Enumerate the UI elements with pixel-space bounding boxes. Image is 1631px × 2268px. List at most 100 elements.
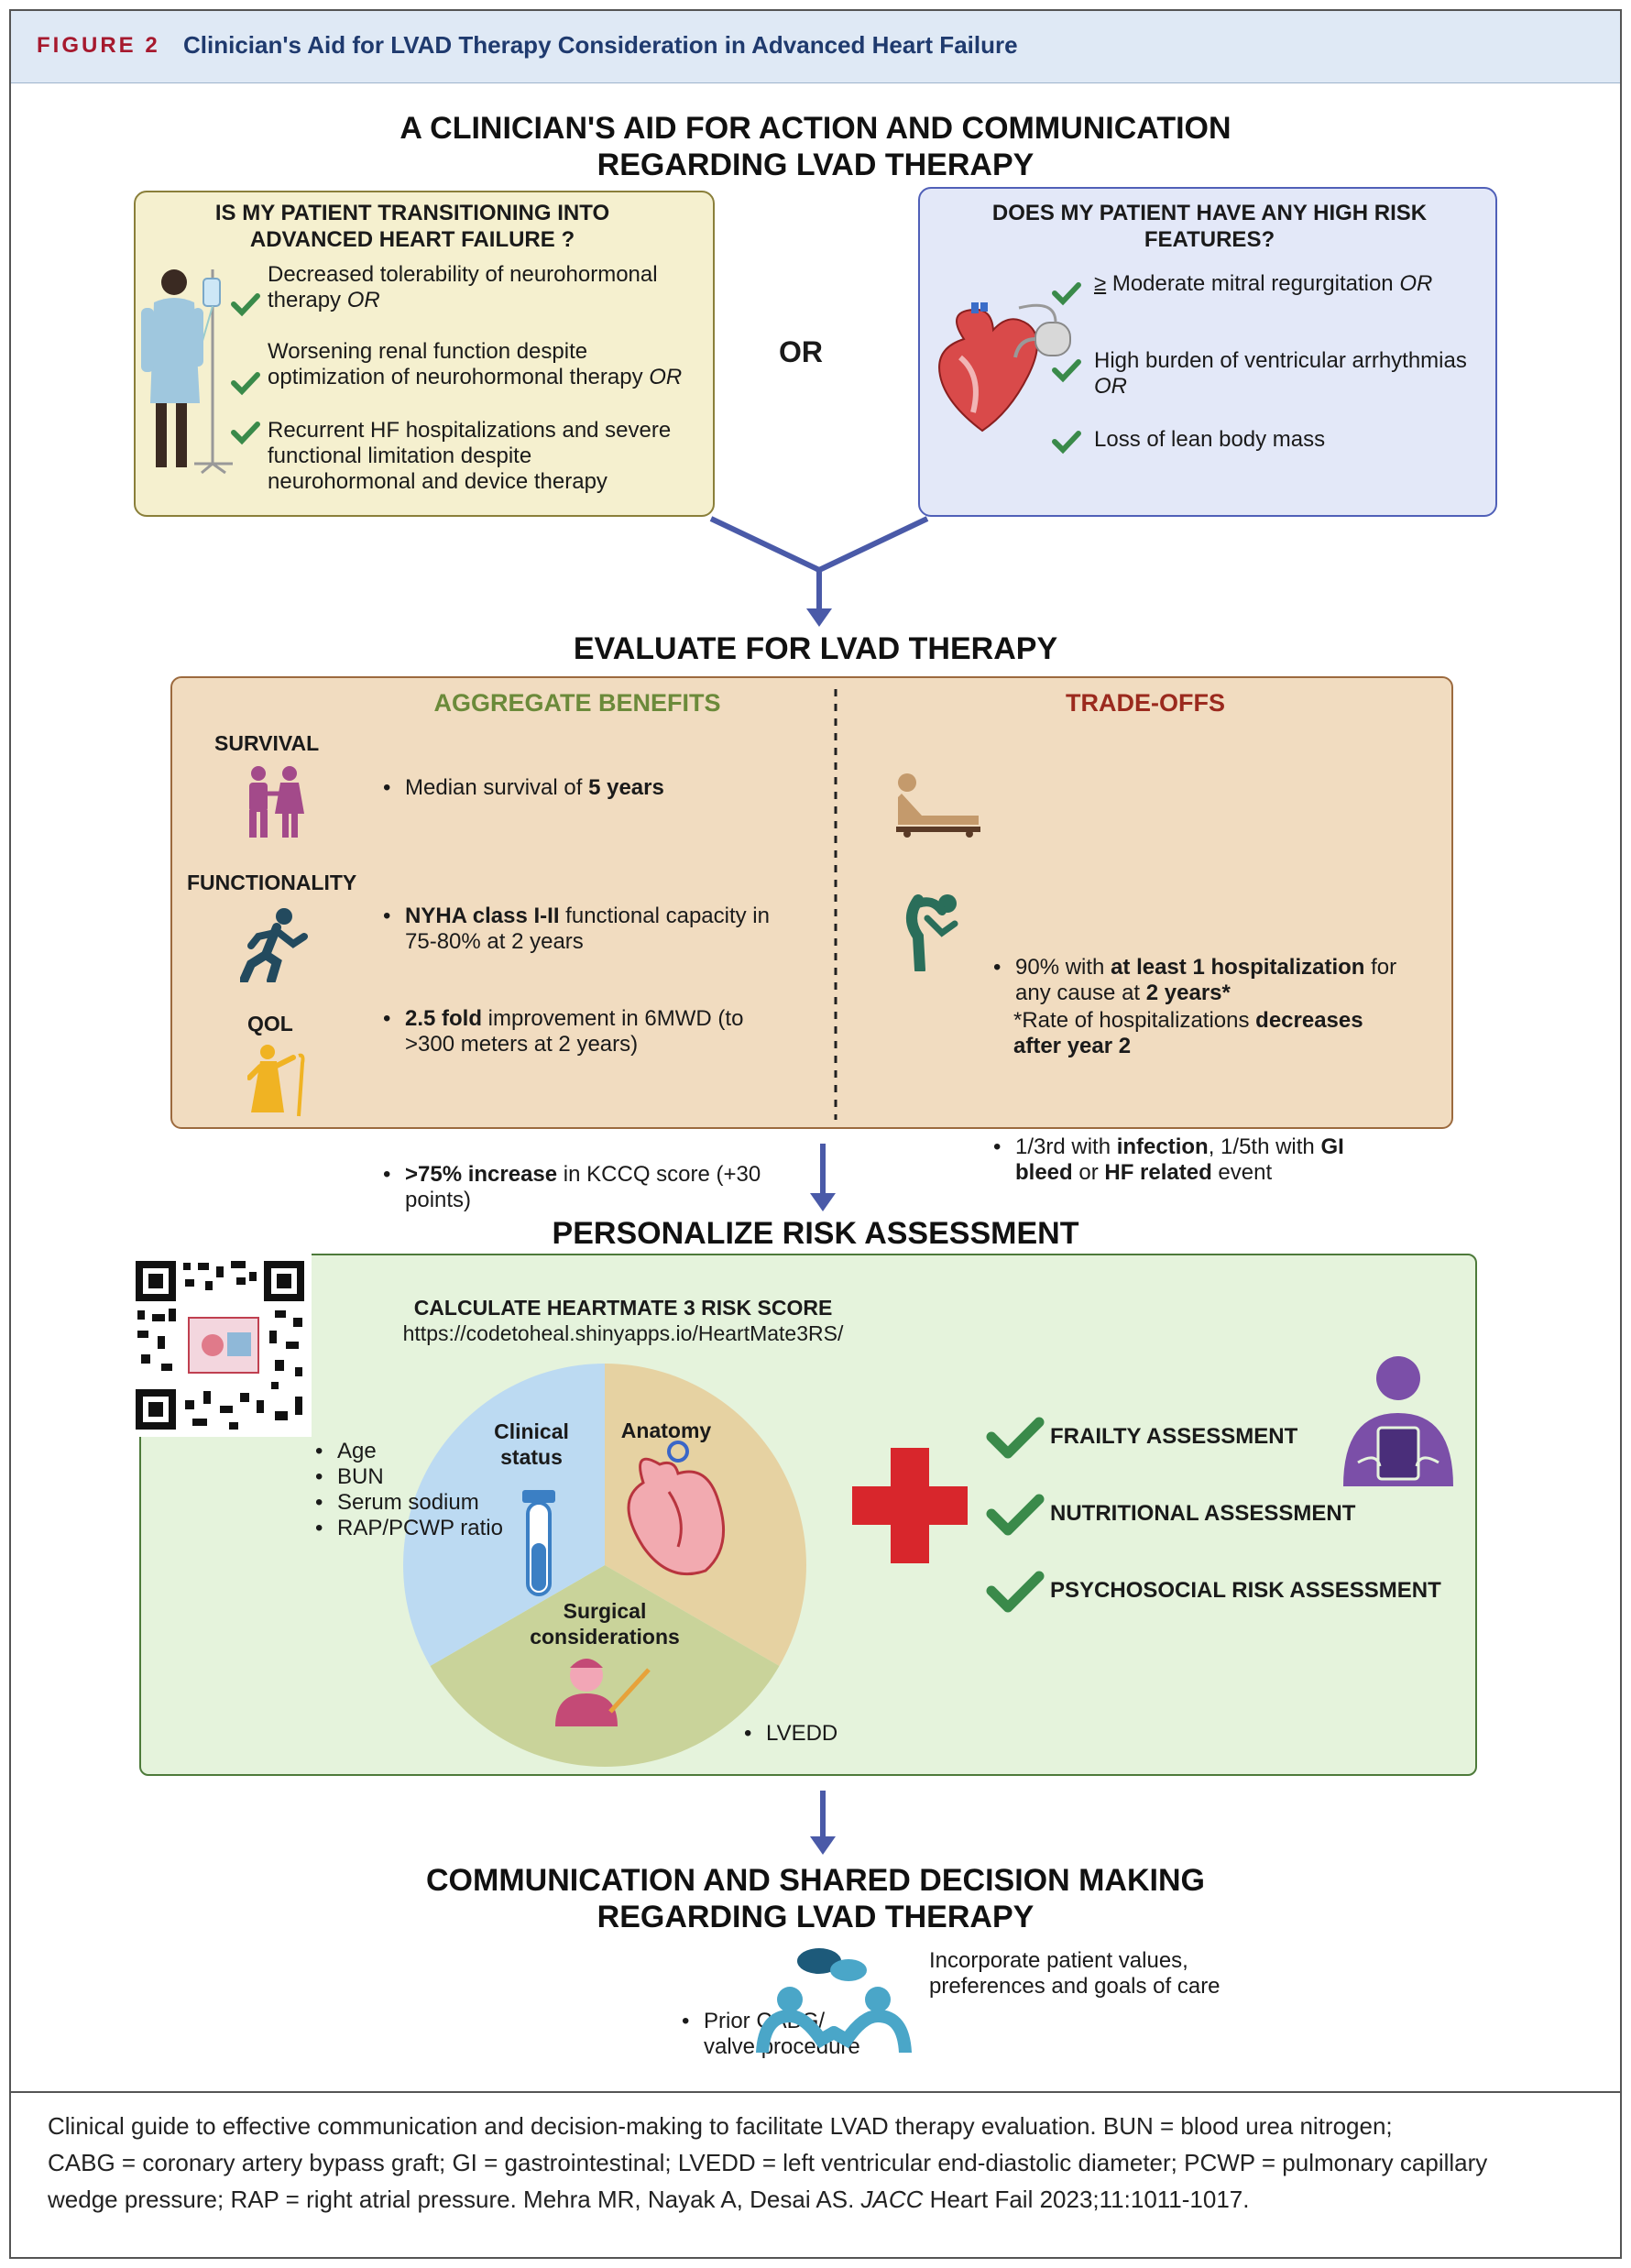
high-risk-item-3: Loss of lean body mass xyxy=(1094,427,1326,452)
text-bold: HF related xyxy=(1104,1160,1212,1185)
check-icon xyxy=(986,1571,1045,1613)
high-risk-title-line-2: FEATURES? xyxy=(1144,227,1275,252)
communication-text: Incorporate patient values, preferences … xyxy=(929,1948,1332,2000)
figure-caption: Clinical guide to effective communicatio… xyxy=(48,2108,1596,2218)
figure-label: FIGURE 2 xyxy=(37,33,160,58)
survival-text: Median survival of 5 years xyxy=(379,775,826,801)
item-text: Worsening renal function despite xyxy=(268,339,588,364)
check-icon xyxy=(986,1494,1045,1536)
test-tube-icon xyxy=(522,1490,555,1596)
pie-slice-surgical xyxy=(430,1565,780,1767)
item-text: Decreased tolerability of neurohormonal xyxy=(268,262,658,287)
text-bold: >75% increase xyxy=(405,1162,558,1187)
functionality-text-1: NYHA class I-II functional capacity in 7… xyxy=(379,904,826,955)
label-line: Surgical xyxy=(563,1599,647,1623)
item-text: optimization of neurohormonal therapy xyxy=(268,365,650,389)
qr-code-icon[interactable] xyxy=(128,1254,312,1437)
caption-line: Clinical guide to effective communicatio… xyxy=(48,2112,1393,2140)
check-icon xyxy=(1052,359,1081,383)
caption-divider xyxy=(11,2091,1620,2093)
figure-header xyxy=(11,11,1620,83)
text-part: or xyxy=(1072,1160,1105,1185)
personalize-title: PERSONALIZE RISK ASSESSMENT xyxy=(552,1216,1079,1251)
text-part: 75-80% at 2 years xyxy=(405,929,584,954)
text-bold: NYHA class I-II xyxy=(405,904,560,928)
text-part: *Rate of hospitalizations xyxy=(1013,1008,1256,1033)
hospital-bed-icon xyxy=(896,773,980,838)
item-text: Moderate mitral regurgitation xyxy=(1106,271,1400,296)
main-title: A CLINICIAN'S AID FOR ACTION AND COMMUNI… xyxy=(266,110,1365,183)
sick-person-icon xyxy=(906,894,958,971)
couple-icon xyxy=(249,766,304,838)
advanced-hf-title-line-2: ADVANCED HEART FAILURE ? xyxy=(249,227,575,252)
text-bold: GI xyxy=(1320,1134,1344,1159)
calc-title: CALCULATE HEARTMATE 3 RISK SCORE xyxy=(413,1296,833,1320)
check-icon xyxy=(231,422,260,445)
psychosocial-assessment: PSYCHOSOCIAL RISK ASSESSMENT xyxy=(1050,1578,1441,1603)
patient-iv-icon xyxy=(141,269,233,475)
benefits-title: AGGREGATE BENEFITS xyxy=(433,689,721,717)
text-part: functional capacity in xyxy=(559,904,770,928)
survival-label: SURVIVAL xyxy=(214,731,320,755)
or-label: OR xyxy=(779,335,823,368)
clinician-clipboard-icon xyxy=(1343,1356,1453,1486)
frailty-assessment: FRAILTY ASSESSMENT xyxy=(1050,1424,1298,1449)
check-icon xyxy=(986,1417,1045,1459)
text-bold: infection xyxy=(1116,1134,1209,1159)
text-part: >300 meters at 2 years) xyxy=(405,1032,639,1057)
list-item: Age xyxy=(312,1439,522,1464)
text-part: in KCCQ score (+30 xyxy=(557,1162,761,1187)
text-bold: 5 years xyxy=(588,775,664,800)
check-icon xyxy=(1052,431,1081,455)
text-part: event xyxy=(1211,1160,1273,1185)
caption-line: CABG = coronary artery bypass graft; GI … xyxy=(48,2149,1488,2176)
nutritional-assessment: NUTRITIONAL ASSESSMENT xyxy=(1050,1501,1356,1526)
functionality-label: FUNCTIONALITY xyxy=(187,871,357,894)
heart-lvad-icon xyxy=(938,302,1071,433)
main-title-line-1: A CLINICIAN'S AID FOR ACTION AND COMMUNI… xyxy=(400,111,1231,146)
advanced-hf-title: IS MY PATIENT TRANSITIONING INTO ADVANCE… xyxy=(156,200,669,253)
or-text: OR xyxy=(346,288,380,312)
high-risk-title-line-1: DOES MY PATIENT HAVE ANY HIGH RISK xyxy=(991,201,1428,225)
main-title-line-2: REGARDING LVAD THERAPY xyxy=(597,148,1034,182)
or-text: OR xyxy=(649,365,683,389)
high-risk-item-1: ≥ Moderate mitral regurgitation OR xyxy=(1094,271,1479,297)
text-part: 1/3rd with xyxy=(1015,1134,1117,1159)
or-text: OR xyxy=(1399,271,1433,296)
communication-title: COMMUNICATION AND SHARED DECISION MAKING… xyxy=(357,1862,1274,1935)
item-text: functional limitation despite xyxy=(268,444,532,468)
caption-text: wedge pressure; RAP = right atrial press… xyxy=(48,2186,861,2213)
high-risk-title: DOES MY PATIENT HAVE ANY HIGH RISK FEATU… xyxy=(953,200,1466,253)
functionality-text-2: 2.5 fold improvement in 6MWD (to >300 me… xyxy=(379,1006,826,1057)
anatomy-item: LVEDD xyxy=(740,1721,876,1747)
qol-label: QOL xyxy=(247,1012,293,1035)
advanced-hf-item-3: Recurrent HF hospitalizations and severe… xyxy=(268,418,707,495)
surgeon-icon xyxy=(555,1659,651,1726)
clinical-items: Age BUN Serum sodium RAP/PCWP ratio xyxy=(312,1439,522,1541)
text-part: for xyxy=(1364,955,1397,980)
communication-title-line-2: REGARDING LVAD THERAPY xyxy=(597,1900,1034,1934)
tradeoff-hospitalization: 90% with at least 1 hospitalization for … xyxy=(990,955,1464,1006)
evaluate-title: EVALUATE FOR LVAD THERAPY xyxy=(573,631,1058,666)
caption-text: Heart Fail 2023;11:1011-1017. xyxy=(923,2186,1250,2213)
text-bold: 2 years* xyxy=(1145,981,1231,1005)
or-text: OR xyxy=(1094,374,1127,399)
list-item: Serum sodium xyxy=(312,1490,522,1516)
medical-cross-icon xyxy=(852,1448,968,1563)
divider-dashed xyxy=(834,689,837,1120)
risk-pie xyxy=(403,1364,806,1767)
text-bold: bleed xyxy=(1015,1160,1073,1185)
calc-url[interactable]: https://codetoheal.shinyapps.io/HeartMat… xyxy=(402,1321,844,1345)
text-bold: 2.5 fold xyxy=(405,1006,483,1031)
text-bold: decreases xyxy=(1255,1008,1363,1033)
item-text: Recurrent HF hospitalizations and severe xyxy=(268,418,672,443)
text-part: 90% with xyxy=(1015,955,1111,980)
communication-title-line-1: COMMUNICATION AND SHARED DECISION MAKING xyxy=(426,1863,1205,1898)
text-part: Median survival of xyxy=(405,775,589,800)
tradeoff-events: 1/3rd with infection, 1/5th with GI blee… xyxy=(990,1134,1464,1186)
dancing-elder-icon xyxy=(247,1045,305,1117)
item-text: therapy xyxy=(268,288,347,312)
check-icon xyxy=(1052,282,1081,306)
journal-name: JACC xyxy=(860,2186,924,2213)
tradeoff-footnote: *Rate of hospitalizations decreases afte… xyxy=(1013,1008,1453,1059)
